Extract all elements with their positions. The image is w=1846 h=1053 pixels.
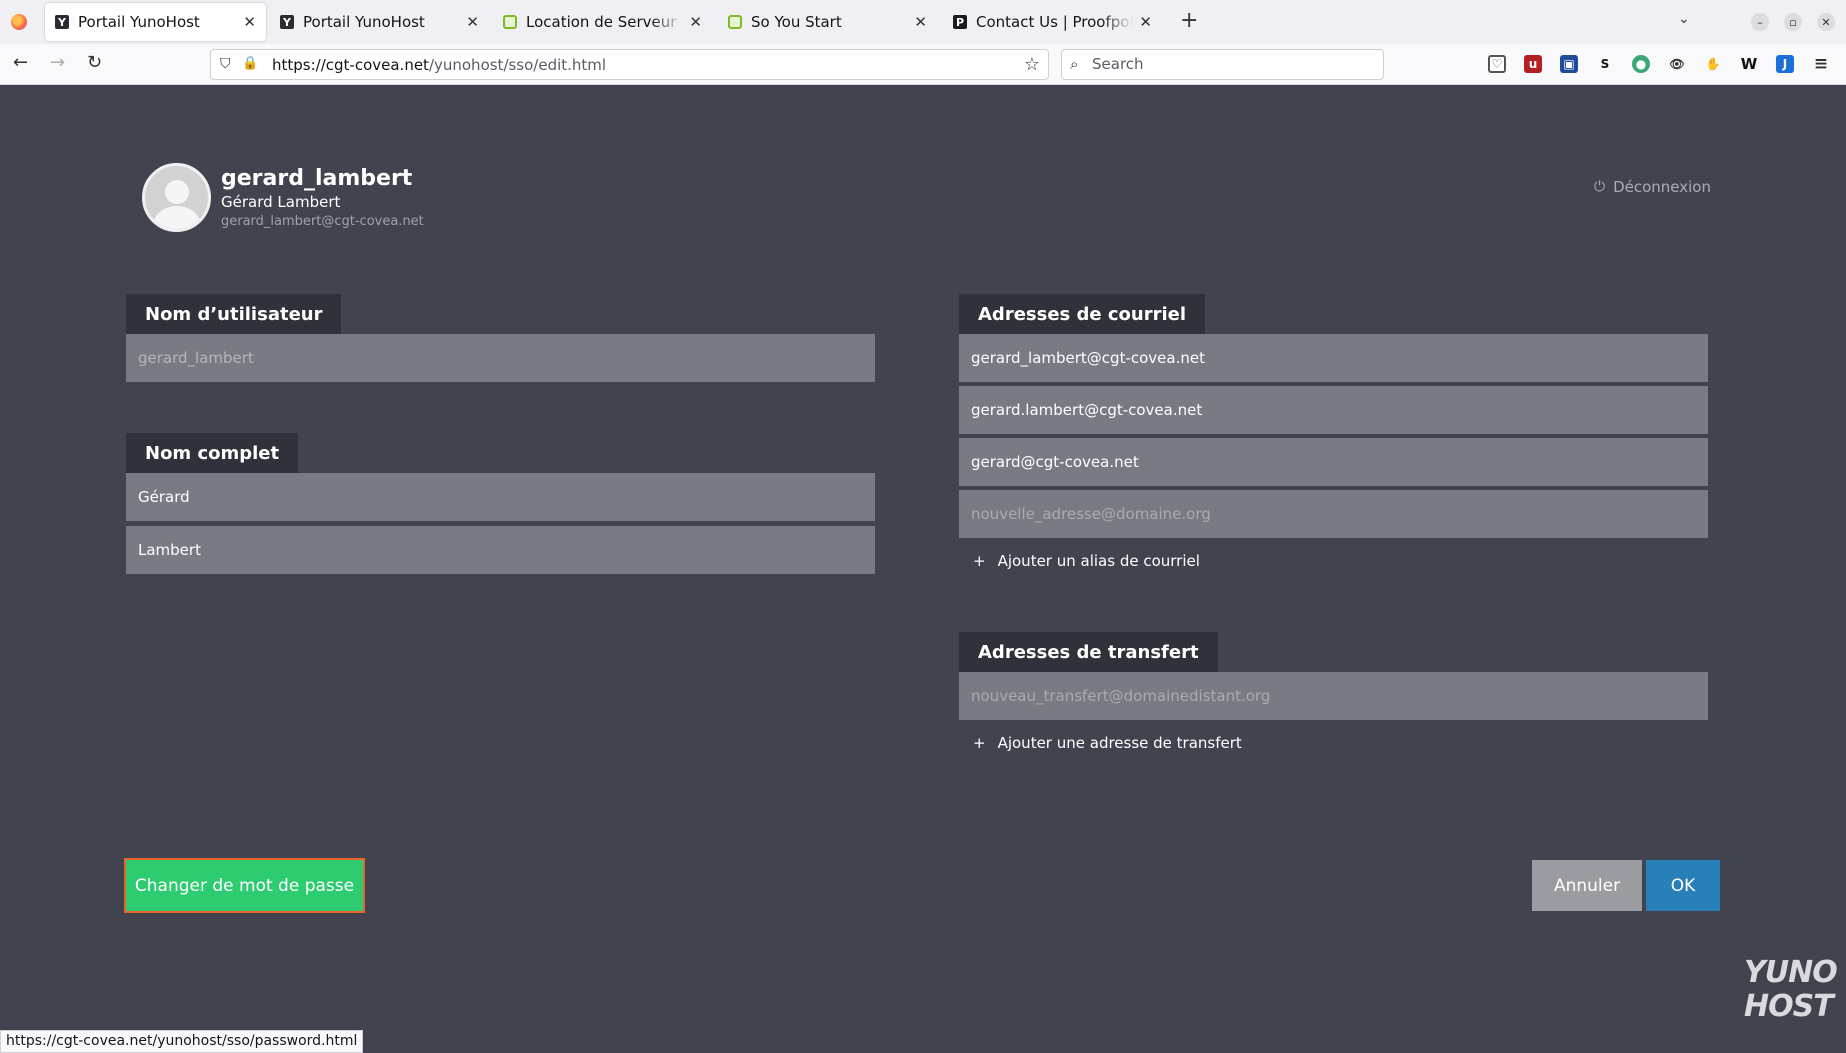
close-window-icon[interactable]: ✕ <box>1817 13 1835 31</box>
firstname-field[interactable]: Gérard <box>126 473 875 521</box>
logo-line-1: YUNO <box>1744 955 1838 990</box>
lock-icon[interactable]: 🔒 <box>242 56 259 71</box>
logo-line-2: HOST <box>1744 989 1834 1024</box>
tab-so-you-start[interactable]: So You Start ✕ <box>718 3 937 41</box>
mail-alias-field[interactable]: gerard.lambert@cgt-covea.net <box>959 386 1708 434</box>
proofpoint-icon: P <box>953 15 967 29</box>
add-forward-link[interactable]: + Ajouter une adresse de transfert <box>973 734 1242 752</box>
fullname-label: Nom complet <box>126 433 299 473</box>
chevron-down-icon[interactable]: ⌄ <box>1678 11 1690 27</box>
yunohost-logo: YUNO HOST <box>1744 955 1838 1028</box>
cancel-button[interactable]: Annuler <box>1532 860 1642 911</box>
add-forward-label: Ajouter une adresse de transfert <box>997 734 1242 752</box>
tab-portail-yunohost-2[interactable]: Y Portail YunoHost ✕ <box>270 3 489 41</box>
user-fullname: Gérard Lambert <box>221 193 341 211</box>
tab-proofpoint[interactable]: P Contact Us | Proofpoint U ✕ <box>943 3 1162 41</box>
minimize-icon[interactable]: – <box>1751 13 1769 31</box>
add-mail-alias-link[interactable]: + Ajouter un alias de courriel <box>973 552 1200 570</box>
tracking-shield-icon[interactable]: ⛉ <box>220 56 231 72</box>
close-icon[interactable]: ✕ <box>466 13 479 31</box>
tab-title: Portail YunoHost <box>303 13 425 31</box>
mail-new-field[interactable]: nouvelle_adresse@domaine.org <box>959 490 1708 538</box>
reload-icon[interactable]: ↻ <box>87 52 103 73</box>
restore-icon[interactable]: ▫ <box>1784 13 1802 31</box>
forward-new-field[interactable]: nouveau_transfert@domainedistant.org <box>959 672 1708 720</box>
joplin-extension-icon[interactable]: J <box>1776 55 1794 73</box>
pocket-icon[interactable]: ♡ <box>1488 55 1506 73</box>
logout-label: Déconnexion <box>1613 178 1711 196</box>
close-icon[interactable]: ✕ <box>914 13 927 31</box>
plus-icon: + <box>973 734 986 752</box>
firefox-icon[interactable] <box>11 14 27 30</box>
user-email: gerard_lambert@cgt-covea.net <box>221 214 424 229</box>
close-icon[interactable]: ✕ <box>1139 13 1152 31</box>
status-bar-url: https://cgt-covea.net/yunohost/sso/passw… <box>0 1030 364 1053</box>
tab-title: Portail YunoHost <box>78 13 200 31</box>
plus-icon: + <box>973 552 986 570</box>
forward-label: Adresses de transfert <box>959 632 1218 672</box>
url-path: /yunohost/sso/edit.html <box>428 56 607 74</box>
lastname-field[interactable]: Lambert <box>126 526 875 574</box>
yunohost-icon: Y <box>55 15 69 29</box>
back-arrow-icon[interactable]: ← <box>13 52 29 73</box>
ok-button[interactable]: OK <box>1646 860 1720 911</box>
tab-title: Location de Serveur dédi <box>526 13 683 31</box>
url-domain: https://cgt-covea.net <box>272 56 429 74</box>
add-mail-alias-label: Ajouter un alias de courriel <box>997 552 1200 570</box>
mail-main-field[interactable]: gerard_lambert@cgt-covea.net <box>959 334 1708 382</box>
forward-arrow-icon[interactable]: → <box>50 52 66 73</box>
username-field[interactable]: gerard_lambert <box>126 334 875 382</box>
tab-location-serveur[interactable]: Location de Serveur dédi ✕ <box>493 3 712 41</box>
url-text[interactable]: https://cgt-covea.net/yunohost/sso/edit.… <box>272 56 606 74</box>
yunohost-icon: Y <box>280 15 294 29</box>
tab-portail-yunohost-1[interactable]: Y Portail YunoHost ✕ <box>45 3 266 41</box>
logout-link[interactable]: ⏻ Déconnexion <box>1594 178 1711 196</box>
close-icon[interactable]: ✕ <box>243 13 256 31</box>
change-password-button[interactable]: Changer de mot de passe <box>124 858 365 913</box>
ovh-icon <box>503 15 517 29</box>
username-heading: gerard_lambert <box>221 166 413 191</box>
search-icon: ⌕ <box>1070 55 1079 73</box>
bitwarden-icon[interactable]: ▣ <box>1560 55 1578 73</box>
s-extension-icon[interactable]: S <box>1600 57 1610 71</box>
hand-extension-icon[interactable]: ✋ <box>1705 57 1721 71</box>
new-tab-icon[interactable]: + <box>1180 8 1199 33</box>
close-icon[interactable]: ✕ <box>689 13 702 31</box>
username-label: Nom d’utilisateur <box>126 294 342 334</box>
search-bar[interactable]: ⌕ <box>1061 49 1384 80</box>
eye-extension-icon[interactable]: 👁 <box>1669 57 1685 71</box>
tab-title: Contact Us | Proofpoint U <box>976 13 1134 31</box>
menu-icon[interactable]: ≡ <box>1813 54 1829 74</box>
tab-title: So You Start <box>751 13 842 31</box>
mail-alias-field[interactable]: gerard@cgt-covea.net <box>959 438 1708 486</box>
mail-label: Adresses de courriel <box>959 294 1206 334</box>
search-input[interactable] <box>1092 55 1372 73</box>
wallabag-extension-icon[interactable]: W <box>1740 55 1758 73</box>
ovh-icon <box>728 15 742 29</box>
address-bar[interactable]: ⛉ 🔒 https://cgt-covea.net/yunohost/sso/e… <box>210 49 1049 80</box>
bookmark-star-icon[interactable]: ☆ <box>1023 54 1040 75</box>
green-extension-icon[interactable]: ● <box>1632 55 1650 73</box>
navigation-bar: ← → ↻ ⛉ 🔒 https://cgt-covea.net/yunohost… <box>0 44 1846 85</box>
avatar <box>142 163 211 232</box>
tab-bar: Y Portail YunoHost ✕ Y Portail YunoHost … <box>0 0 1846 44</box>
power-icon: ⏻ <box>1594 179 1606 195</box>
ublock-origin-icon[interactable]: u <box>1524 55 1542 73</box>
